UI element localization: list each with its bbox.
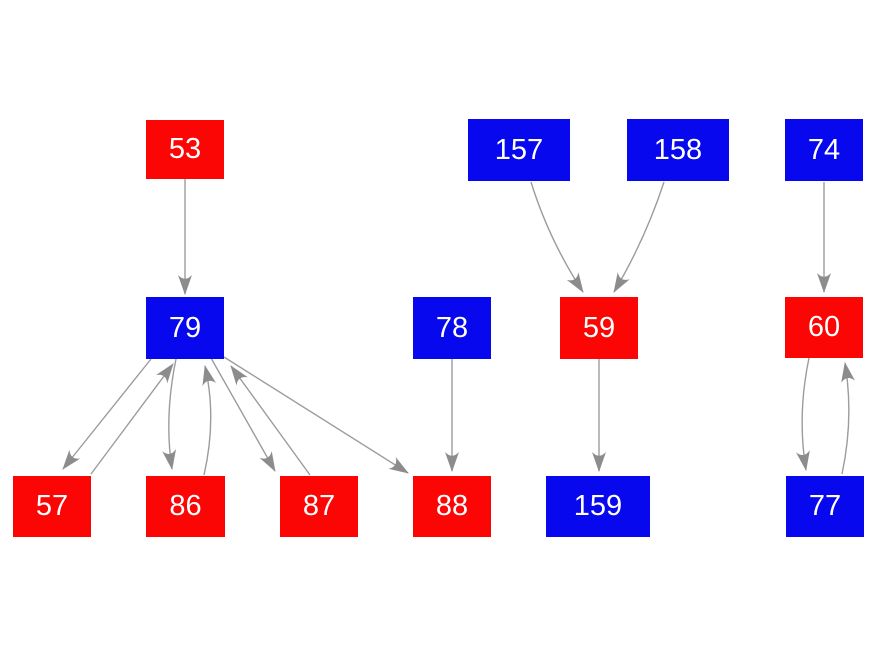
graph-node-87: 87 <box>280 476 358 537</box>
node-label: 86 <box>169 490 202 522</box>
graph-node-157: 157 <box>468 119 570 181</box>
graph-node-57: 57 <box>13 476 91 537</box>
edge-57-to-79 <box>90 363 174 475</box>
graph-node-60: 60 <box>785 297 863 358</box>
node-label: 88 <box>435 490 469 522</box>
node-label: 79 <box>168 311 202 344</box>
node-label: 74 <box>807 133 841 166</box>
node-label: 60 <box>807 311 841 343</box>
node-label: 158 <box>653 133 703 166</box>
graph-node-78: 78 <box>413 297 491 359</box>
graph-node-77: 77 <box>786 476 864 537</box>
graph-node-158: 158 <box>627 119 729 181</box>
node-label: 59 <box>582 311 616 344</box>
edge-77-to-60 <box>841 362 855 475</box>
edge-79-to-57 <box>62 358 152 470</box>
edge-60-to-77 <box>796 357 810 471</box>
node-label: 53 <box>168 133 202 165</box>
edge-86-to-79 <box>202 365 217 476</box>
node-label: 77 <box>808 490 842 522</box>
edge-79-to-88 <box>223 356 409 474</box>
node-label: 57 <box>35 490 69 522</box>
edge-157-to-59 <box>530 181 584 293</box>
node-label: 159 <box>573 490 623 522</box>
edge-79-to-86 <box>162 358 177 470</box>
edge-79-to-87 <box>210 357 276 472</box>
graph-node-79: 79 <box>146 297 224 359</box>
node-label: 157 <box>494 133 544 166</box>
graph-node-159: 159 <box>546 476 650 537</box>
node-label: 87 <box>302 490 336 522</box>
graph-node-86: 86 <box>146 476 225 537</box>
edge-87-to-79 <box>230 365 311 476</box>
graph-node-74: 74 <box>785 119 863 181</box>
edge-158-to-59 <box>613 181 665 293</box>
graph-node-59: 59 <box>560 297 638 359</box>
graph-node-53: 53 <box>146 120 224 179</box>
node-label: 78 <box>435 311 469 344</box>
graph-node-88: 88 <box>413 476 491 537</box>
